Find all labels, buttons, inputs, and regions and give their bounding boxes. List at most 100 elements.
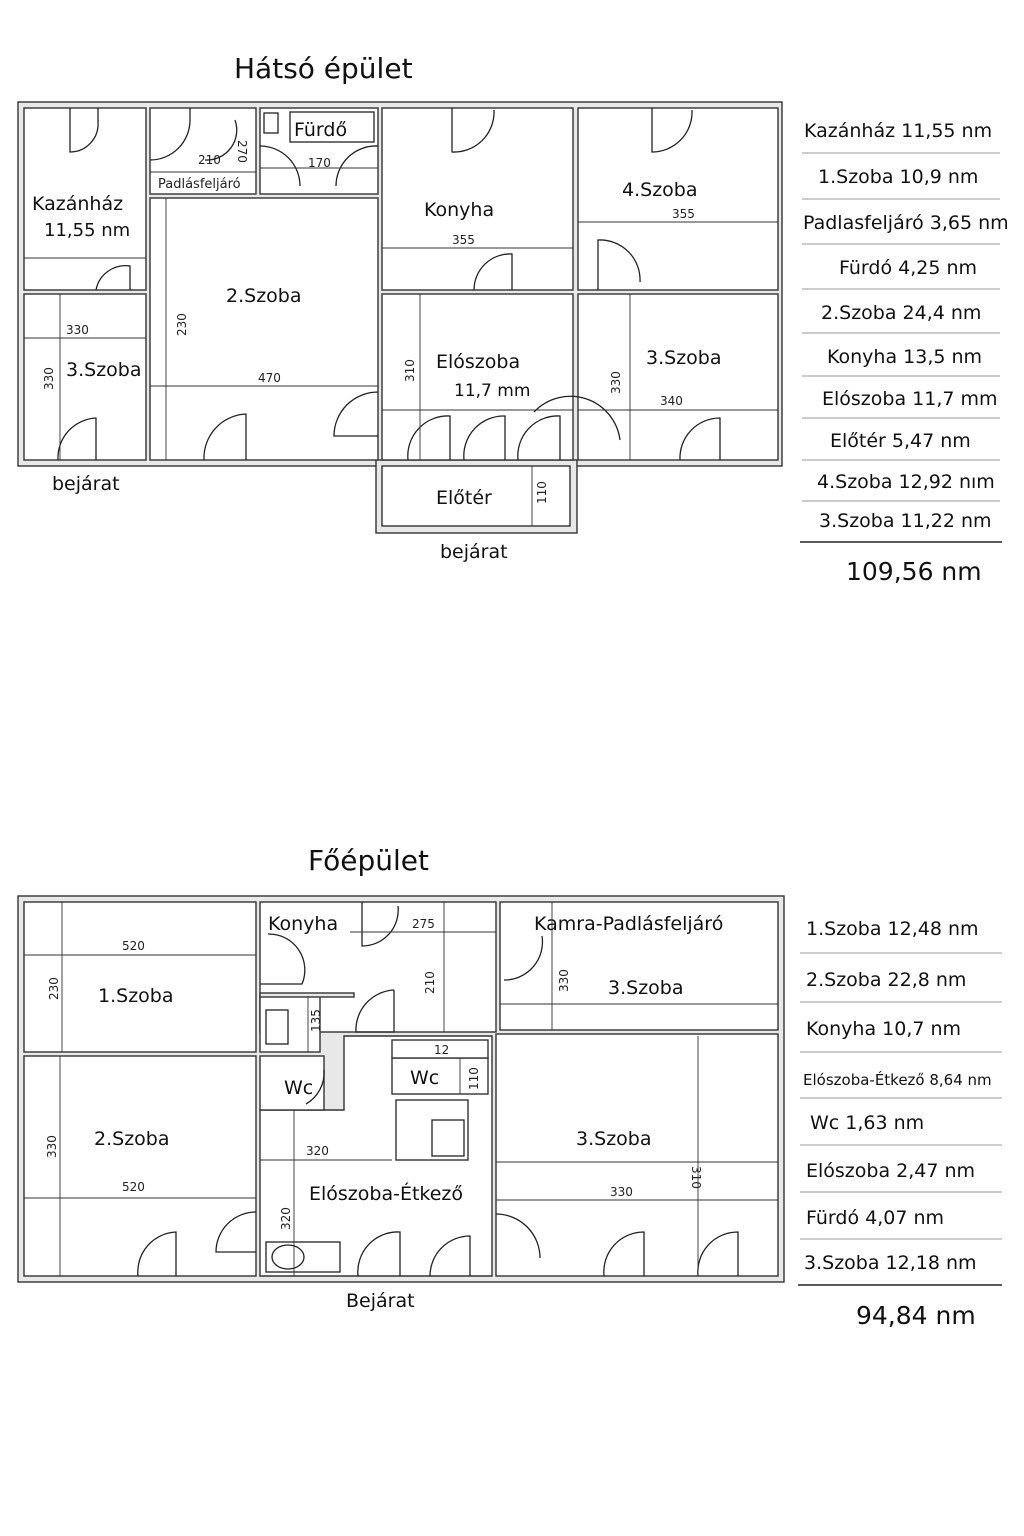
dim-label: 330 [609,371,623,394]
shower-icon [265,1009,289,1045]
room-eloszoba [381,293,574,461]
door-icon [215,1211,257,1253]
main-building-area-legend: 1.Szoba 12,48 nm 2.Szoba 22,8 nm Konyha … [798,918,1002,1330]
label-kamra-padlasfeljaro: Kamra-Padlásfeljáró [534,913,723,935]
room-bathroom-small [259,995,321,1053]
room-wc-right [391,1057,489,1095]
door-icon [95,265,131,291]
label-eloszoba: Elószoba [436,351,520,373]
legend-item: 3.Szoba 11,22 nm [819,510,992,532]
door-icon [69,108,99,153]
label-kazanhaz: Kazánház [32,193,123,215]
bathtub-icon [431,1119,465,1157]
door-icon [517,415,561,461]
sink-icon [263,112,279,134]
bathtub-icon [265,1241,341,1273]
legend-item: Padlasfeljáró 3,65 nm [803,212,1009,234]
legend-item: Előtér 5,47 nm [830,430,971,452]
door-icon [473,253,513,291]
door-icon [429,1235,471,1277]
room-konyha [381,107,574,291]
dim-label: 470 [258,371,281,385]
door-icon [503,935,544,981]
legend-item: Kazánház 11,55 nm [804,120,992,142]
legend-item: Elószoba 11,7 mm [822,388,998,410]
door-icon [603,1231,645,1277]
dim-label: 330 [557,969,571,992]
legend-item: 2.Szoba 24,4 nm [821,302,981,324]
dim-label: 520 [122,939,145,953]
room-szoba3 [495,1033,779,1277]
room-wc-left [259,1055,325,1111]
label-kazanhaz-area: 11,55 nm [44,220,130,241]
entrance-label: bejárat [52,473,120,495]
main-building-plan: Konyha Kamra-Padlásfeljáró 1.Szoba 3.Szo… [17,895,785,1283]
door-icon [203,413,247,461]
label-szoba3-bottom: 3.Szoba [576,1128,652,1150]
label-eloszoba-area: 11,7 mm [454,381,530,401]
label-konyha: Konyha [268,913,338,935]
room-szoba3-right [577,293,779,461]
room-kamra-szoba3 [499,901,779,1031]
label-eloter: Előtér [436,487,492,509]
entrance-label: bejárat [440,541,508,563]
dim-label: 330 [610,1185,633,1199]
dim-label: 355 [452,233,475,247]
legend-item: Fürdó 4,25 nm [839,257,977,279]
legend-total: 94,84 nm [856,1301,976,1330]
dim-label: 210 [198,153,221,167]
dim-label: 110 [467,1067,481,1090]
label-furdo: Fürdő [294,119,347,141]
door-icon [137,1231,177,1277]
entrance-label: Bejárat [346,1290,415,1312]
door-icon [333,391,379,437]
dim-label: 330 [66,323,89,337]
door-icon [495,1213,541,1259]
dim-label: 275 [412,917,435,931]
dim-label: 330 [42,367,56,390]
door-icon [361,902,399,947]
room-szoba4 [577,107,779,291]
door-icon [57,417,97,461]
legend-item: 4.Szoba 12,92 nım [817,471,995,493]
room-padlasfeljaro [149,107,257,195]
dim-label: 270 [235,140,249,163]
dim-label: 230 [47,977,61,1000]
dim-label: 210 [423,971,437,994]
legend-item: Elószoba-Étkező 8,64 nm [803,1070,992,1089]
dim-label: 320 [279,1207,293,1230]
door-icon [407,415,451,461]
label-szoba1: 1.Szoba [98,985,174,1007]
legend-item: Elószoba 2,47 nm [806,1160,975,1182]
legend-total: 109,56 nm [846,557,982,586]
door-icon [679,417,721,461]
label-eloszoba-etkezo: Elószoba-Étkező [309,1182,463,1205]
room-eloter [381,465,571,527]
dim-label: 340 [660,394,683,408]
door-icon [357,1231,401,1277]
label-konyha: Konyha [424,199,494,221]
label-szoba3-top: 3.Szoba [608,977,684,999]
main-building-title: Főépület [308,844,429,877]
legend-item: Fürdó 4,07 nm [806,1207,944,1229]
legend-item: Konyha 10,7 nm [806,1018,961,1040]
room-szoba3-left [23,293,147,461]
dim-label: 520 [122,1180,145,1194]
dim-label: 12 [434,1043,449,1057]
dim-label: 310 [689,1166,703,1189]
label-padlasfeljaro: Padlásfeljáró [158,177,241,192]
dimension-lines [24,902,778,1276]
back-building-title: Hátsó épület [234,52,413,85]
back-building-area-legend: Kazánház 11,55 nm 1.Szoba 10,9 nm Padlas… [800,120,1009,586]
room-szoba2 [149,197,379,461]
bathtub-icon [289,111,375,143]
door-icon [597,239,641,290]
dim-label: 110 [535,481,549,504]
door-icon [451,108,495,153]
legend-item: 2.Szoba 22,8 nm [806,969,966,991]
dim-label: 135 [309,1009,323,1032]
door-arcs [137,902,739,1277]
door-icon [533,395,621,441]
dim-label: 320 [306,1144,329,1158]
